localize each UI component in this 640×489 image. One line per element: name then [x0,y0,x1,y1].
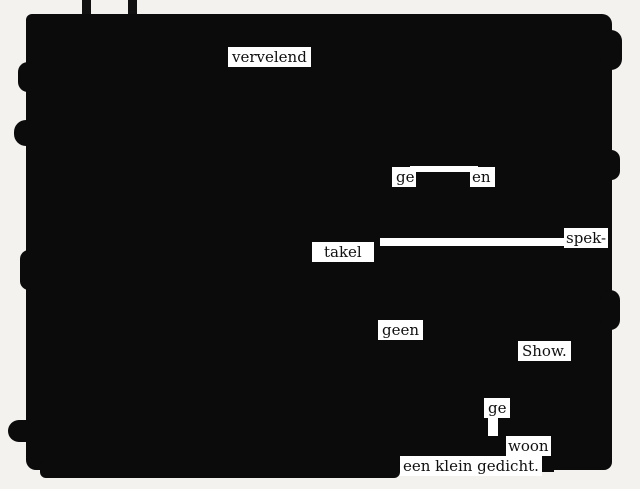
marker-block [540,456,554,472]
marker-edge [8,420,38,442]
paper-gap [410,166,478,172]
word-takel: takel [312,242,374,262]
word-show: Show. [518,341,571,361]
marker-edge [40,460,400,478]
word-vervelend: vervelend [228,47,311,67]
paper-gap [488,418,498,436]
word-woon: woon [506,436,551,456]
marker-stub [82,0,91,14]
word-geen: geen [378,320,424,340]
marker-edge [600,30,622,70]
word-en-right: en [470,167,495,187]
paper-gap [380,238,564,246]
marker-block [418,172,470,188]
marker-edge [18,62,38,92]
marker-stub [128,0,137,14]
marker-edge [602,150,620,180]
word-ge: ge [484,398,511,418]
marker-edge [14,120,38,146]
marker-edge [600,290,620,330]
word-ge-left: ge [392,167,417,187]
word-spek: spek- [564,228,609,248]
marker-edge [20,250,38,290]
word-ending: een klein gedicht. [400,456,542,476]
